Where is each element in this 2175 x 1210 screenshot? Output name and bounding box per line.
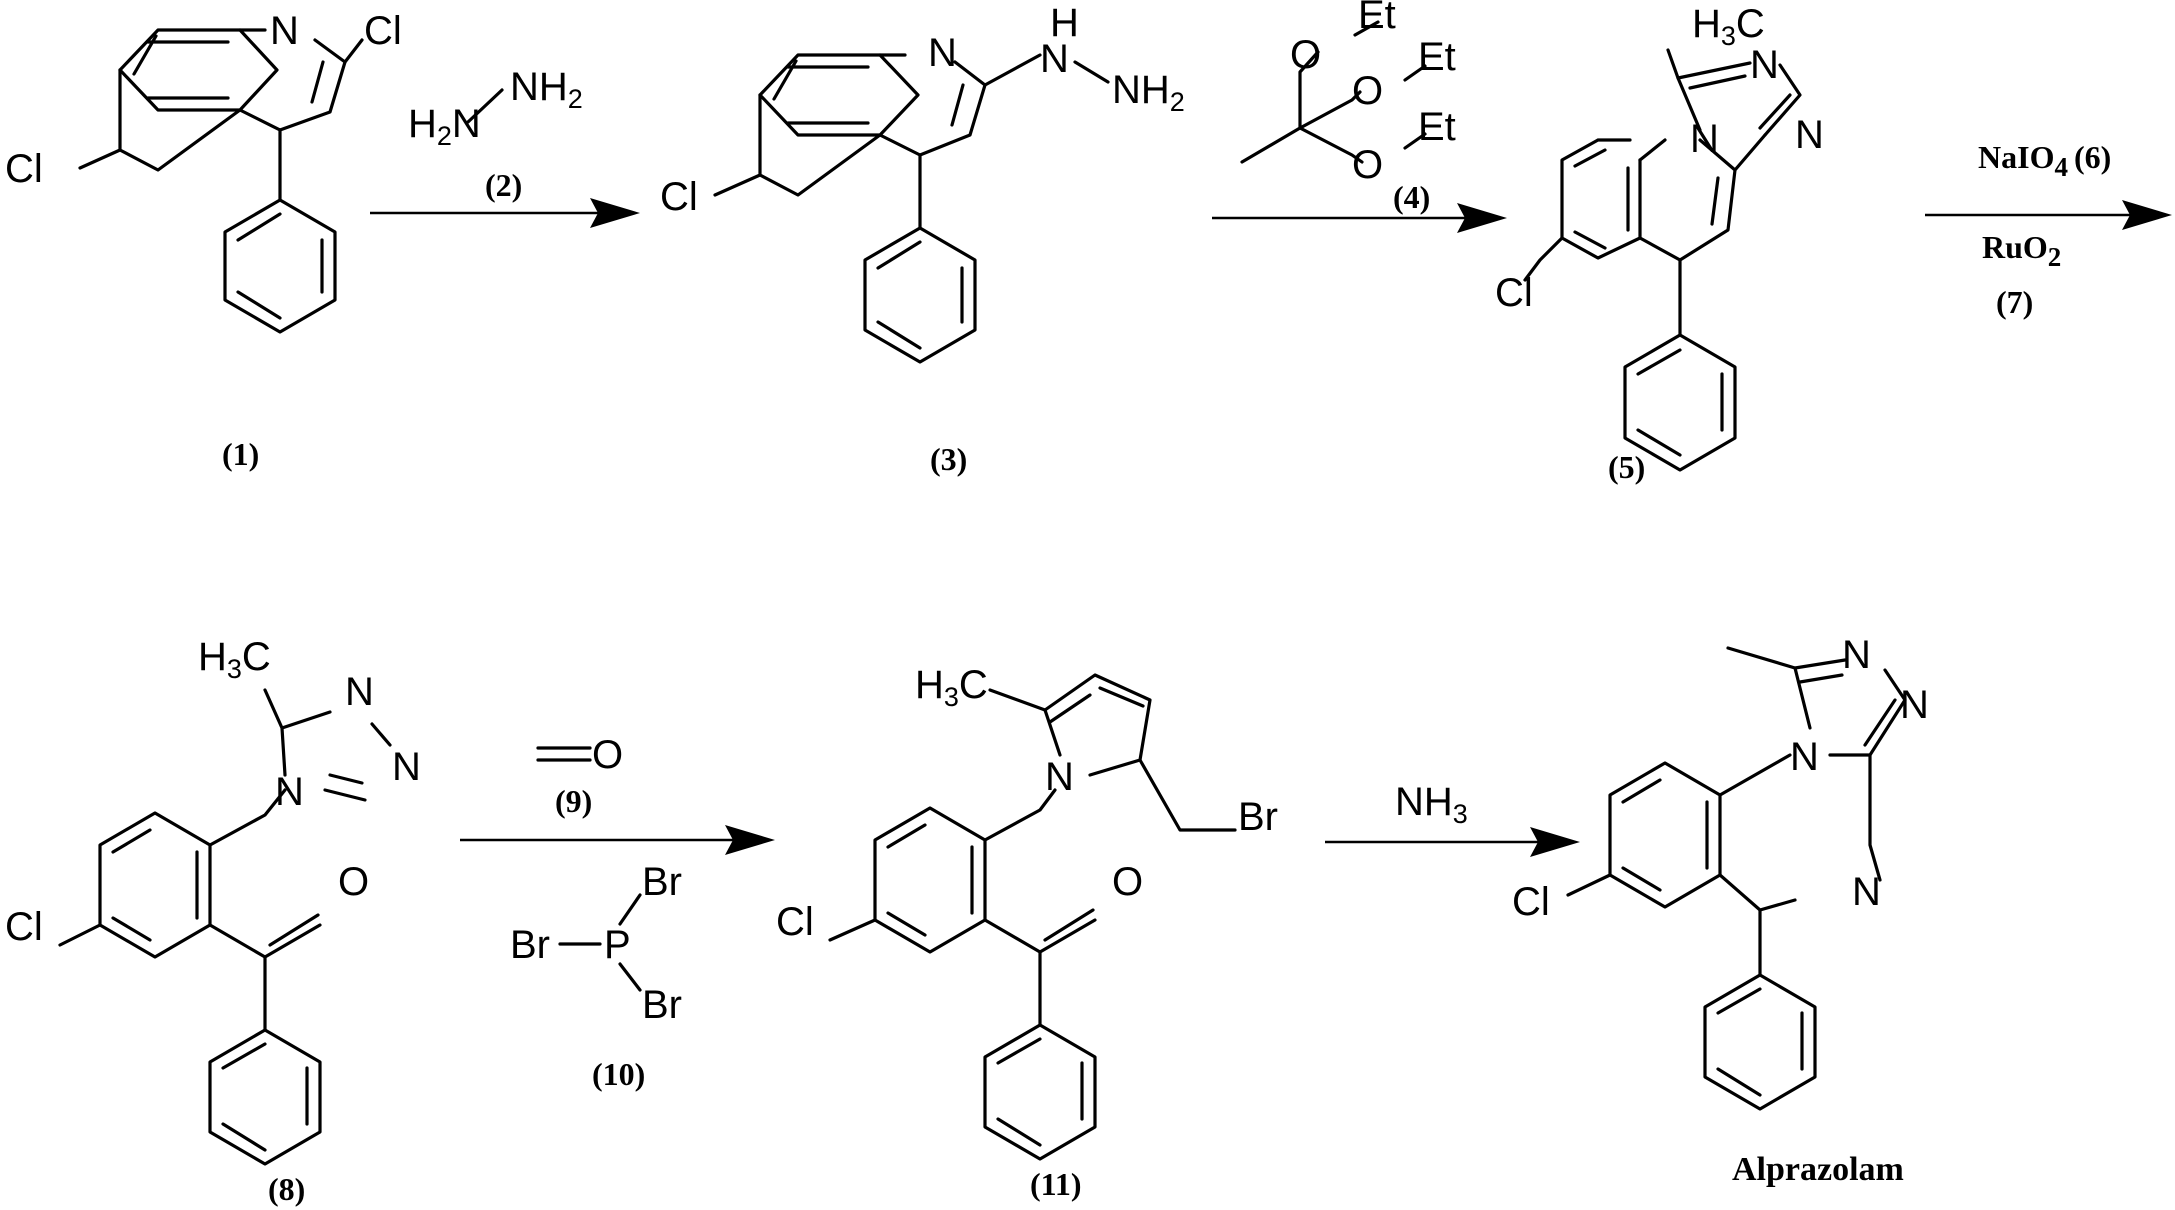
atom-N: N [1852,870,1881,914]
svg-text:H3C: H3C [198,635,271,684]
atom-Br: Br [1238,795,1278,839]
atom-N: N [1045,755,1074,799]
compound-3: N H N NH2 Cl (3) [660,1,1185,477]
atom-H: H [408,102,437,146]
atom-Et: Et [1358,0,1396,37]
atom-O: O [592,733,623,777]
compound-alprazolam: N N N N Cl Alprazolam [1512,633,1929,1188]
reagent-nh3: NH3 [1395,780,1468,829]
reaction-arrow-4 [460,825,775,855]
atom-N: N [1040,37,1069,81]
reagent-label-9: (9) [555,783,592,819]
reagents-6-7: NaIO4(6) RuO2 (7) [1978,139,2111,320]
atom-N: N [1795,113,1824,157]
atom-Br: Br [642,983,682,1027]
reagent-4-orthoacetate: O Et O Et O Et (4) [1240,0,1456,215]
svg-text:NH3: NH3 [1395,780,1468,829]
svg-text:H3C: H3C [1692,2,1765,51]
atom-N: N [275,770,304,814]
atom-Et: Et [1418,35,1456,79]
atom-N: N [928,31,957,75]
atom-H: H [1050,1,1079,45]
atom-N: N [1690,117,1719,161]
compound-5: N H3C N N Cl (5) [1495,2,1824,485]
reaction-arrow-5 [1325,827,1580,857]
reagent-label-10: (10) [592,1056,645,1092]
svg-text:H2N: H2N [408,102,481,151]
compound-11: N H3C Br Cl O (11) [776,663,1278,1202]
atom-N: N [270,9,299,53]
reagent-label-4: (4) [1393,179,1430,215]
compound-label-11: (11) [1030,1166,1082,1202]
svg-text:H3C: H3C [915,663,988,712]
compound-label-3: (3) [930,441,967,477]
atom-P: P [604,923,631,967]
reagent-7: RuO2 [1982,229,2061,272]
reagent-6: NaIO4(6) [1978,139,2111,182]
reagents-9-10: O (9) Br P Br Br (10) [510,733,682,1092]
compound-label-5: (5) [1608,449,1645,485]
atom-Cl: Cl [1512,880,1550,924]
atom-Cl: Cl [364,9,402,53]
atom-O: O [1352,143,1383,187]
svg-text:NH2: NH2 [510,65,583,114]
atom-N: N [1842,633,1871,677]
compound-label-8: (8) [268,1171,305,1207]
atom-N: N [1750,43,1779,87]
atom-Et: Et [1418,105,1456,149]
compound-label-1: (1) [222,436,259,472]
atom-Br: Br [510,923,550,967]
reaction-arrow-2 [1212,203,1507,233]
compound-1: N Cl Cl (1) [5,9,402,472]
atom-O: O [338,860,369,904]
atom-O: O [1352,69,1383,113]
atom-N: N [392,745,421,789]
atom-Cl: Cl [5,905,43,949]
atom-Br: Br [642,860,682,904]
svg-text:NH2: NH2 [1112,68,1185,117]
atom-O: O [1112,860,1143,904]
atom-N: N [1900,683,1929,727]
atom-N: N [345,670,374,714]
atom-N: N [1790,735,1819,779]
reaction-arrow-3 [1925,200,2172,230]
atom-O: O [1290,33,1321,77]
reagent-label-7: (7) [1996,284,2033,320]
reagent-2-hydrazine: H2N NH2 (2) [408,65,583,203]
reaction-arrow-1 [370,198,640,228]
atom-Cl: Cl [5,147,43,191]
atom-Cl: Cl [1495,271,1533,315]
atom-Cl: Cl [776,900,814,944]
product-name: Alprazolam [1732,1151,1904,1188]
reagent-label-2: (2) [485,167,522,203]
compound-8: N H3C N N Cl O (8) [5,635,421,1207]
atom-Cl: Cl [660,175,698,219]
